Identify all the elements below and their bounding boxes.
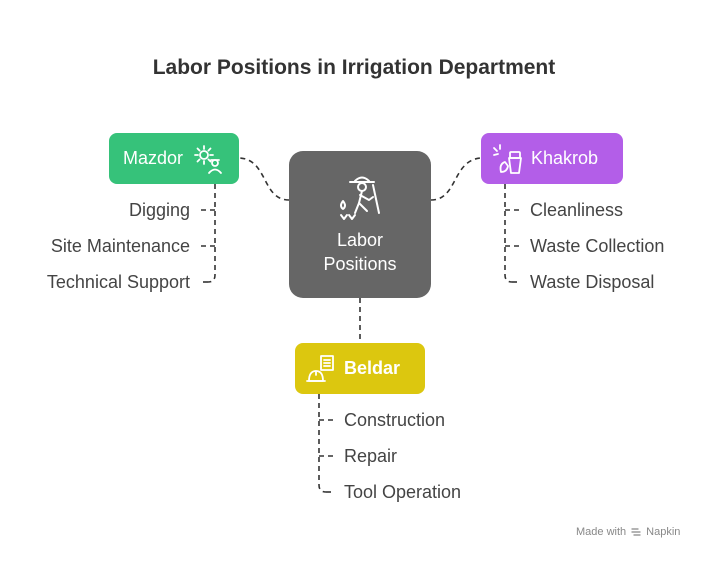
farmer-icon xyxy=(335,173,385,229)
mazdor-item-site-maintenance: Site Maintenance xyxy=(50,236,190,256)
beldar-item-tool-operation: Tool Operation xyxy=(344,482,462,502)
link-center-mazdor xyxy=(239,157,290,201)
napkin-logo-icon xyxy=(630,526,642,538)
khakrob-item-waste-disposal: Waste Disposal xyxy=(530,272,655,292)
page-title: Labor Positions in Irrigation Department xyxy=(152,56,556,79)
center-node: Labor Positions xyxy=(289,151,431,298)
link-center-khakrob xyxy=(430,157,482,201)
construction-icon xyxy=(305,353,337,385)
mazdor-item-digging: Digging xyxy=(128,200,190,220)
link-mazdor-items xyxy=(207,184,216,283)
khakrob-node: Khakrob xyxy=(481,133,623,184)
beldar-item-repair: Repair xyxy=(344,446,398,466)
cleaning-icon xyxy=(491,142,525,176)
beldar-item-construction: Construction xyxy=(344,410,446,430)
center-label-line2: Positions xyxy=(323,254,397,274)
credit-prefix: Made with xyxy=(576,526,627,538)
khakrob-item-cleanliness: Cleanliness xyxy=(530,200,624,220)
khakrob-item-waste-collection: Waste Collection xyxy=(530,236,665,256)
mazdor-node: Mazdor xyxy=(109,133,239,184)
mazdor-label: Mazdor xyxy=(123,148,184,168)
khakrob-label: Khakrob xyxy=(531,148,599,168)
center-label-line1: Labor xyxy=(336,230,384,250)
link-beldar-items xyxy=(318,394,327,493)
beldar-label: Beldar xyxy=(344,358,401,378)
worker-gear-icon xyxy=(191,142,225,176)
beldar-node: Beldar xyxy=(295,343,425,394)
credit-brand: Napkin xyxy=(646,526,681,538)
napkin-credit: Made with Napkin xyxy=(576,526,680,538)
mazdor-item-technical-support: Technical Support xyxy=(46,272,190,292)
link-khakrob-items xyxy=(504,184,513,283)
